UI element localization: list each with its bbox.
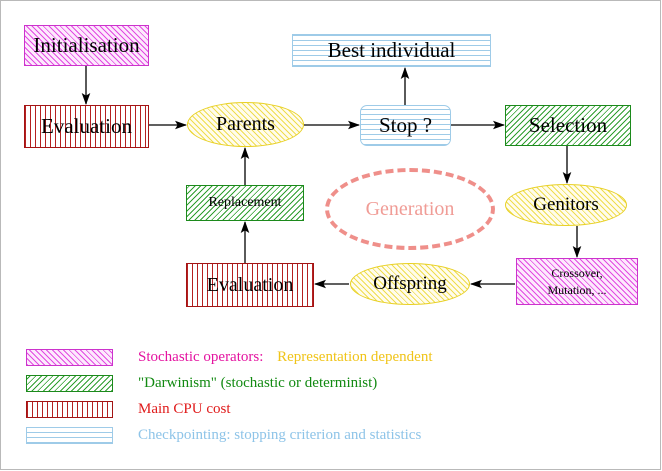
node-offspring[interactable]: Offspring [350,263,470,305]
node-stop[interactable]: Stop ? [360,105,451,146]
node-best-individual[interactable]: Best individual [292,34,491,67]
node-crossover-label-line2: Mutation, ... [547,282,607,297]
legend-label-representation-dependent: Representation dependent [277,348,433,365]
legend-row-darwinism: "Darwinism" (stochastic or determinist) [26,370,626,396]
legend: Stochastic operators: Representation dep… [26,344,626,448]
node-evaluation-bottom[interactable]: Evaluation [186,263,314,307]
node-offspring-label: Offspring [373,273,447,295]
node-replacement-label: Replacement [208,194,282,210]
legend-row-checkpointing: Checkpointing: stopping criterion and st… [26,422,626,448]
node-crossover-mutation[interactable]: Crossover, Mutation, ... [516,258,638,305]
legend-swatch-red-vertical-lines [26,400,113,418]
node-crossover-label-line1: Crossover, [551,266,603,281]
node-parents-label: Parents [216,113,275,135]
node-stop-label: Stop ? [378,113,433,138]
node-initialisation-label: Initialisation [33,33,140,58]
node-selection-label: Selection [528,113,608,138]
legend-row-stochastic-operators: Stochastic operators: Representation dep… [26,344,626,370]
legend-label-main-cpu-cost: Main CPU cost [138,400,231,417]
legend-swatch-magenta-hatch [26,348,113,366]
node-replacement[interactable]: Replacement [186,185,304,221]
node-parents[interactable]: Parents [187,102,304,147]
legend-label-darwinism: "Darwinism" (stochastic or determinist) [138,374,378,391]
legend-label-stochastic-operators-text: Stochastic operators: [138,348,264,365]
legend-row-main-cpu-cost: Main CPU cost [26,396,626,422]
node-selection[interactable]: Selection [505,105,631,146]
node-evaluation-top-label: Evaluation [41,114,132,139]
legend-label-checkpointing: Checkpointing: stopping criterion and st… [138,426,422,443]
node-genitors-label: Genitors [533,194,599,216]
legend-swatch-blue-horizontal-lines [26,426,113,444]
node-genitors[interactable]: Genitors [505,184,627,226]
node-evaluation-bottom-label: Evaluation [206,273,294,296]
node-initialisation[interactable]: Initialisation [24,25,149,66]
node-generation-loop: Generation [325,168,495,250]
node-best-individual-label: Best individual [327,38,456,63]
node-generation-label: Generation [365,197,455,220]
legend-label-stochastic-operators: Stochastic operators: Representation dep… [138,349,433,366]
node-evaluation-top[interactable]: Evaluation [24,105,149,148]
legend-swatch-green-hatch [26,374,113,392]
